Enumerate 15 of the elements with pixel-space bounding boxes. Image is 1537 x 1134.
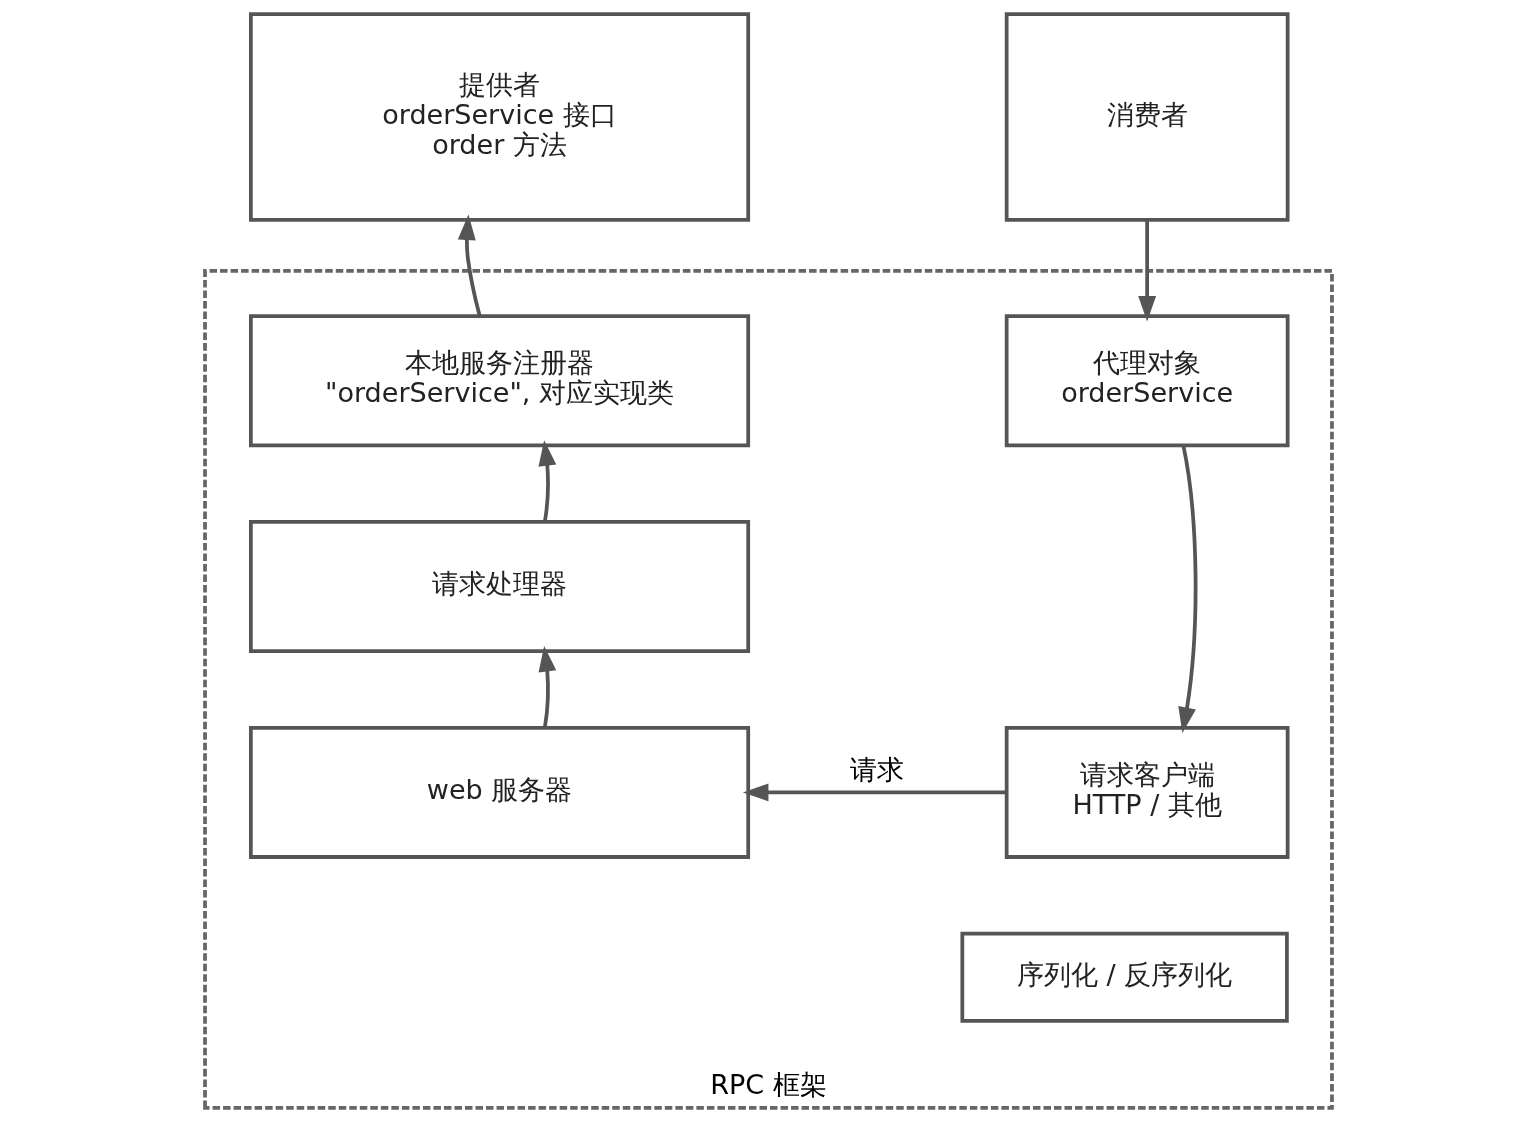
arrow	[538, 646, 557, 728]
node-box: 消费者	[1004, 12, 1290, 222]
node-box: 请求处理器	[249, 520, 751, 653]
node-box: 代理对象 orderService	[1004, 314, 1290, 448]
arrow	[742, 783, 1007, 802]
node-box: 本地服务注册器 "orderService", 对应实现类	[249, 314, 751, 448]
arrow	[1138, 220, 1157, 322]
node-box: 请求客户端 HTTP / 其他	[1004, 725, 1290, 859]
arrow	[538, 440, 557, 522]
edge-label: 请求	[850, 754, 905, 786]
node-box: 提供者 orderService 接口 order 方法	[249, 12, 751, 222]
node-box: web 服务器	[249, 725, 751, 859]
node-box: 序列化 / 反序列化	[960, 931, 1289, 1023]
arrow	[1178, 445, 1198, 733]
arrow	[457, 214, 482, 316]
